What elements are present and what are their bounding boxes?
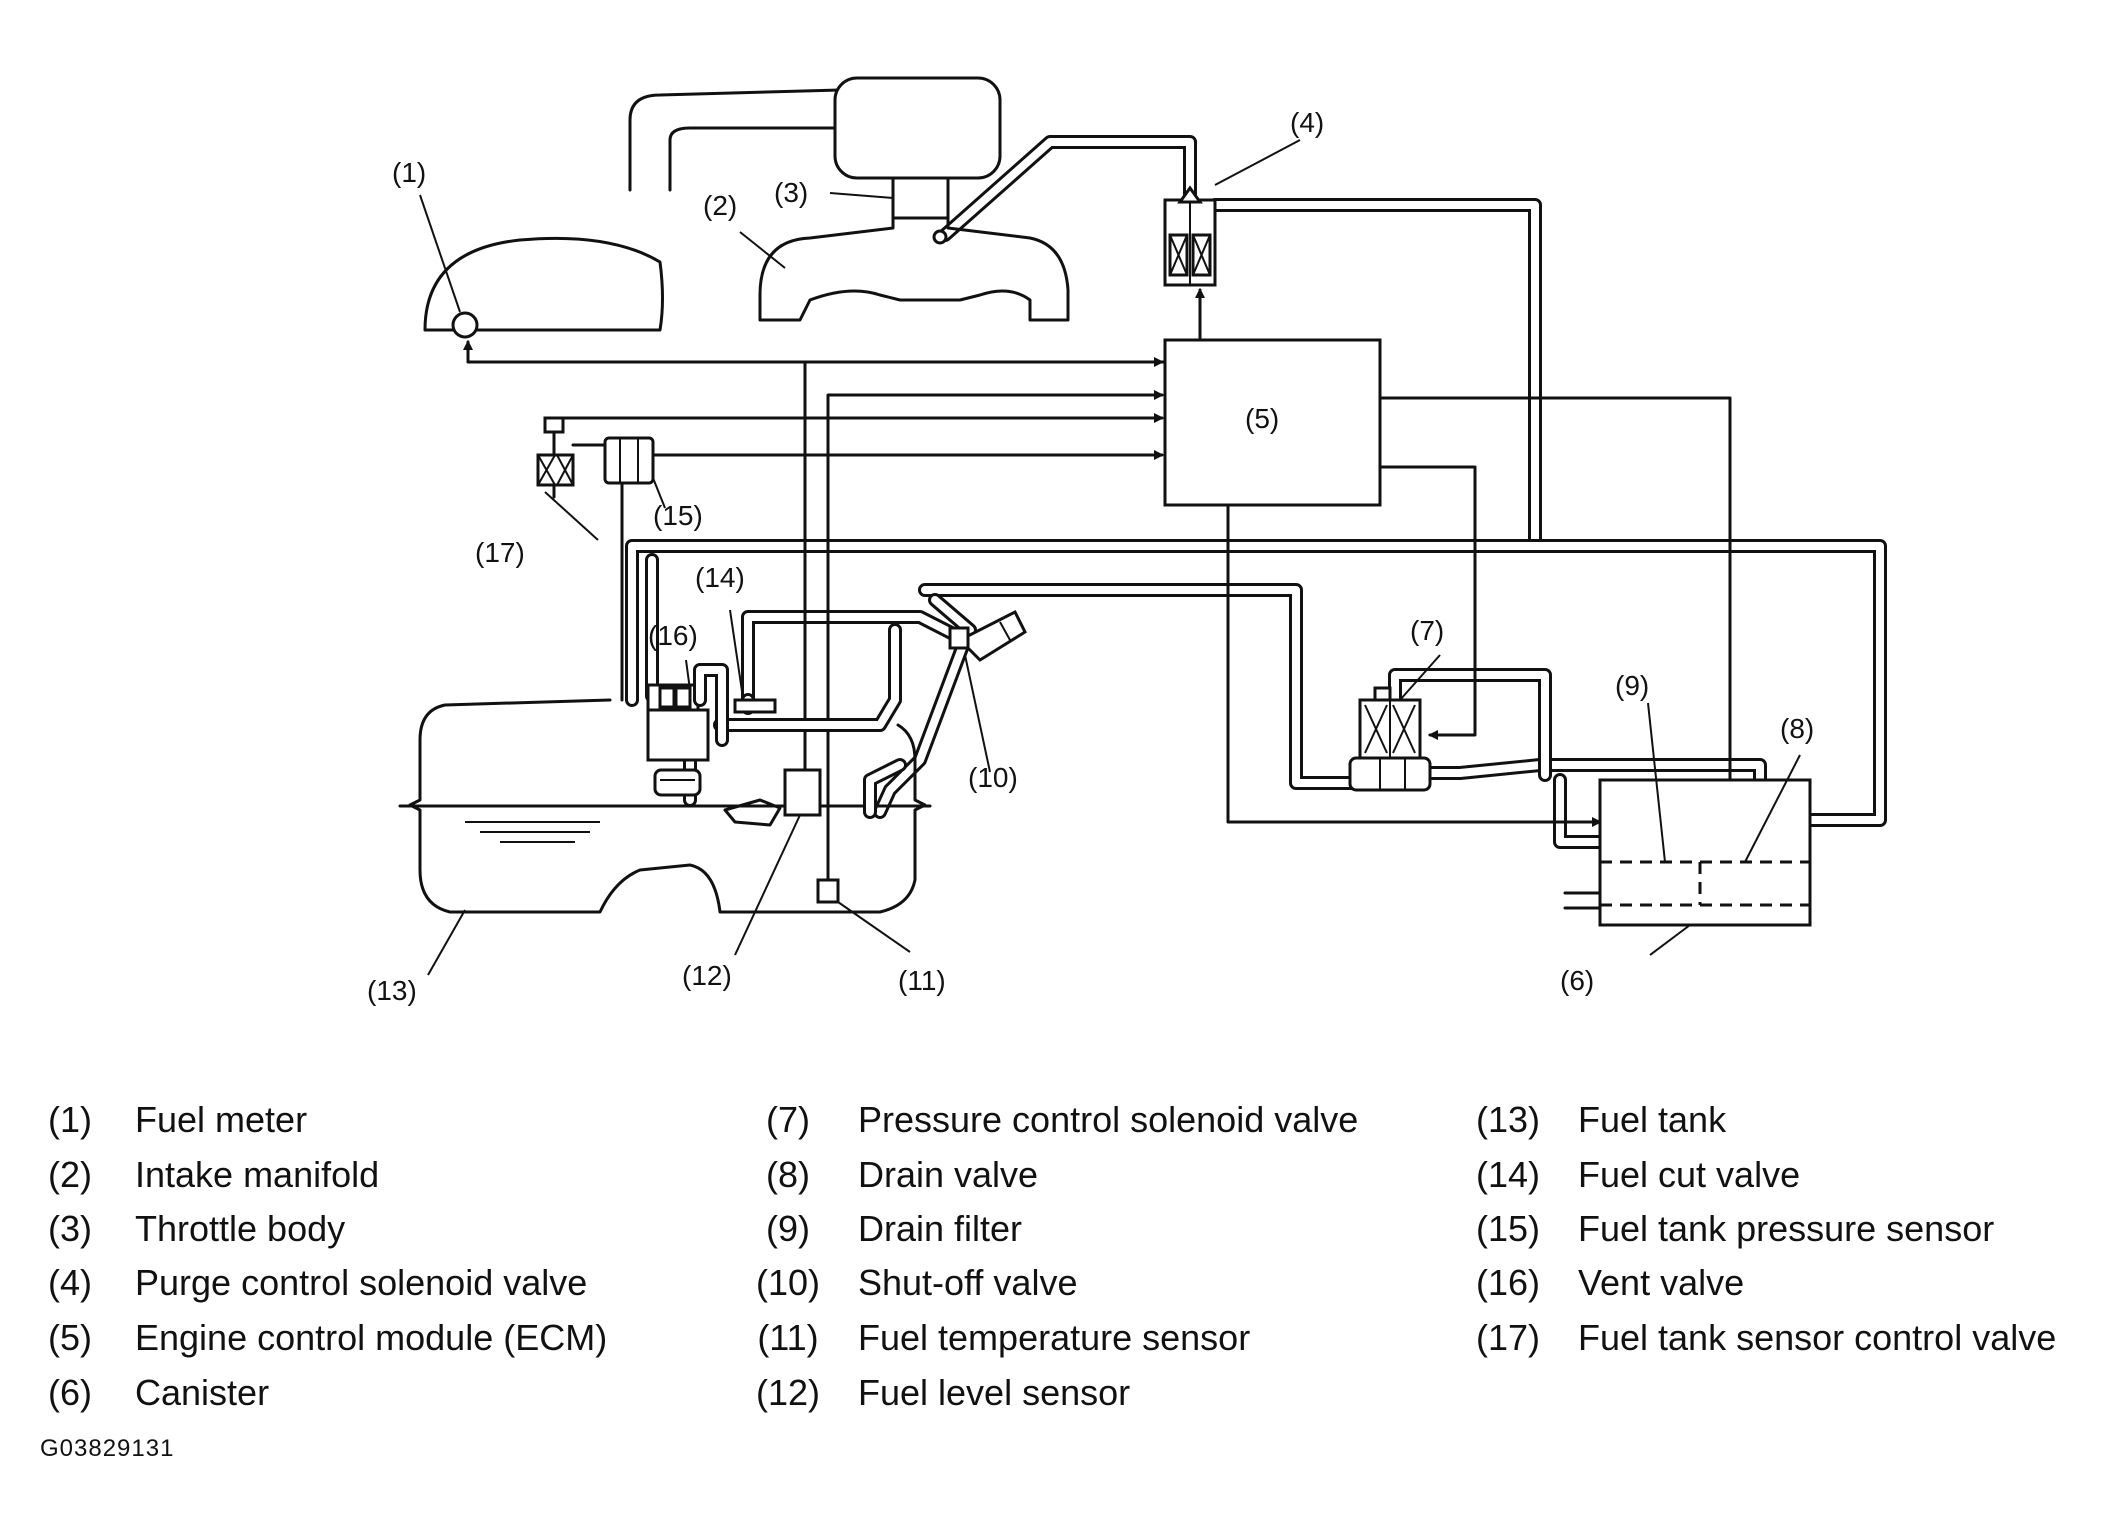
legend-number: (10) [755,1262,821,1303]
legend-label: Pressure control solenoid valve [858,1099,1359,1140]
fuel-tank [398,623,932,914]
legend-label: Fuel cut valve [1578,1154,1801,1195]
callout-7: (7) [1410,615,1444,646]
legend-label: Fuel tank [1578,1099,1727,1140]
callout-6: (6) [1560,965,1594,996]
purge-control-solenoid-valve [1163,185,1217,287]
callout-labels: (1) (2) (3) (4) (5) (15) (17) (14) (16) … [367,107,1814,1006]
legend-label: Fuel tank pressure sensor [1578,1208,1995,1249]
legend-label: Canister [135,1372,270,1413]
legend-number: (15) [1475,1208,1541,1249]
shut-off-valve [948,609,1027,662]
callout-8: (8) [1780,713,1814,744]
legend-number: (1) [48,1099,92,1140]
pressure-control-solenoid-valve [1348,686,1432,792]
legend-number: (17) [1475,1317,1541,1358]
callout-5: (5) [1245,403,1279,434]
legend-number: (7) [766,1099,810,1140]
legend-label: Throttle body [135,1208,346,1249]
legend-label: Vent valve [1578,1262,1745,1303]
callout-1: (1) [392,157,426,188]
legend-number: (13) [1475,1099,1541,1140]
legend-label: Fuel level sensor [858,1372,1131,1413]
leader-lines [419,139,1801,976]
legend-number: (12) [755,1372,821,1413]
canister [1563,778,1812,927]
signal-lines [463,288,1735,882]
legend-number: (3) [48,1208,92,1249]
legend-number: (9) [766,1208,810,1249]
callout-12: (12) [682,960,732,991]
fuel-tank-pressure-sensor [603,436,655,702]
legend-label: Shut-off valve [858,1262,1078,1303]
figure-id: G03829131 [40,1435,175,1462]
legend-number: (8) [766,1154,810,1195]
legend-number: (11) [757,1317,819,1358]
callout-9: (9) [1615,670,1649,701]
legend-label: Fuel meter [135,1099,308,1140]
callout-13: (13) [367,975,417,1006]
legend-label: Purge control solenoid valve [135,1262,588,1303]
ecm-box [1163,338,1382,507]
callout-17: (17) [475,537,525,568]
fuel-tank-sensor-control-valve [536,416,607,499]
evap-system-diagram: (1) (2) (3) (4) (5) (15) (17) (14) (16) … [367,76,1887,1006]
callout-11: (11) [898,965,946,996]
legend-number: (14) [1475,1154,1541,1195]
legend-label: Fuel temperature sensor [858,1317,1251,1358]
fuel-meter [423,236,664,339]
legend-number: (2) [48,1154,92,1195]
legend-label: Engine control module (ECM) [135,1317,608,1358]
callout-16: (16) [648,620,698,651]
legend-number: (4) [48,1262,92,1303]
parts-legend: (1) Fuel meter (2) Intake manifold (3) T… [0,1085,2106,1445]
callout-4: (4) [1290,107,1324,138]
legend-number: (5) [48,1317,92,1358]
legend-label: Fuel tank sensor control valve [1578,1317,2057,1358]
callout-15: (15) [653,500,703,531]
callout-3: (3) [774,177,808,208]
legend-label: Intake manifold [135,1154,380,1195]
legend-label: Drain filter [858,1208,1023,1249]
legend-number: (6) [48,1372,92,1413]
callout-14: (14) [695,562,745,593]
callout-2: (2) [703,190,737,221]
callout-10: (10) [968,762,1018,793]
legend-number: (16) [1475,1262,1541,1303]
legend-label: Drain valve [858,1154,1039,1195]
air-intake [628,76,1070,322]
